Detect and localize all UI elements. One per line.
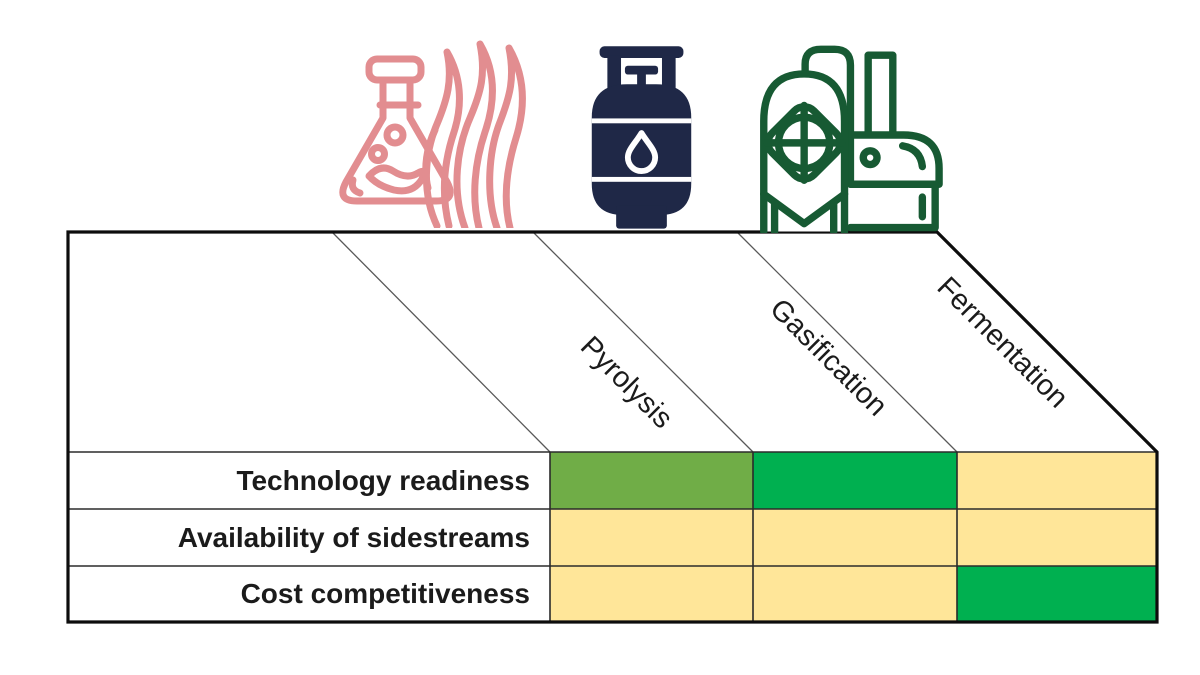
row-label-availability-of-sidestreams: Availability of sidestreams — [177, 521, 530, 553]
matrix-cell — [753, 509, 957, 566]
column-header-pyrolysis: Pyrolysis — [574, 330, 679, 435]
row-label-technology-readiness: Technology readiness — [236, 464, 530, 496]
matrix-cell — [753, 566, 957, 622]
matrix-cell — [957, 452, 1157, 509]
fermentation-tank-icon — [760, 45, 943, 233]
matrix-cell — [550, 509, 753, 566]
column-header-gasification: Gasification — [763, 292, 894, 423]
column-header-fermentation: Fermentation — [930, 270, 1075, 415]
matrix-cell — [957, 509, 1157, 566]
matrix-cell — [550, 452, 753, 509]
matrix-cell — [957, 566, 1157, 622]
matrix-cell — [753, 452, 957, 509]
gasification-gas-cylinder-icon — [591, 46, 692, 229]
matrix-cell — [550, 566, 753, 622]
pyrolysis-flask-flames-icon — [339, 40, 526, 228]
row-label-cost-competitiveness: Cost competitiveness — [240, 578, 530, 609]
